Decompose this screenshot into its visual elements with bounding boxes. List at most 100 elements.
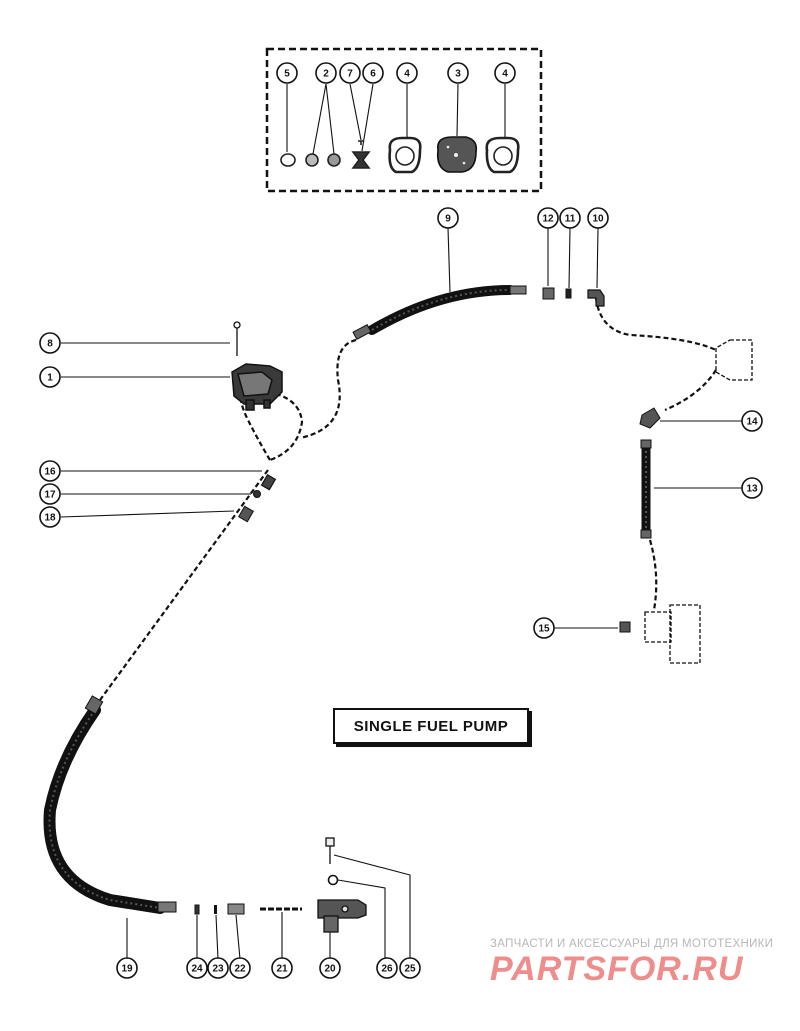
watermark-brand-logo: PARTSFOR.RU: [490, 950, 744, 988]
part-4-gasket-left: [388, 136, 422, 174]
callout-12: 12: [537, 207, 559, 229]
callout-number: 22: [234, 964, 246, 975]
part-25-bolt: [325, 837, 335, 864]
callout-25: 25: [399, 957, 421, 979]
callout-circle: [339, 62, 361, 84]
part-8-screw: [233, 321, 241, 356]
callout-number: 20: [324, 964, 336, 975]
callout-circle: [362, 62, 384, 84]
callout-circle: [537, 207, 559, 229]
callout-circle: [494, 62, 516, 84]
callout-7: 7: [339, 62, 361, 84]
part-18-nut: [237, 505, 255, 523]
callout-circle: [559, 207, 581, 229]
callout-17: 17: [39, 483, 61, 505]
callout-circle: [587, 207, 609, 229]
callout-8: 8: [39, 332, 61, 354]
callout-number: 10: [592, 214, 604, 225]
callout-circle: [447, 62, 469, 84]
callout-number: 3: [455, 69, 461, 80]
callout-circle: [396, 62, 418, 84]
filter-outline-top: [715, 339, 753, 381]
callout-number: 15: [538, 624, 550, 635]
callout-9: 9: [437, 207, 459, 229]
diagram-title: SINGLE FUEL PUMP: [353, 717, 509, 735]
callout-14: 14: [741, 410, 763, 432]
part-26-washer: [327, 874, 339, 886]
callout-circle: [741, 477, 763, 499]
callout-circle: [276, 62, 298, 84]
callout-5: 5: [276, 62, 298, 84]
part-19-hose: [43, 695, 177, 914]
callout-number: 17: [44, 490, 56, 501]
callout-3: 3: [447, 62, 469, 84]
callout-number: 9: [445, 214, 451, 225]
part-14-elbow: [639, 407, 661, 429]
callout-number: 25: [404, 964, 416, 975]
part-4-gasket-right: [485, 136, 520, 174]
filter-outline-bottom: [644, 604, 701, 664]
callout-circle: [315, 62, 337, 84]
callout-number: 21: [276, 964, 288, 975]
callout-circle: [39, 460, 61, 482]
callout-circle: [116, 957, 138, 979]
callout-number: 11: [565, 214, 576, 225]
callout-15: 15: [533, 617, 555, 639]
part-15-fitting: [619, 621, 631, 633]
callout-6: 6: [362, 62, 384, 84]
callout-circle: [39, 366, 61, 388]
callout-circle: [39, 483, 61, 505]
callout-number: 19: [121, 964, 133, 975]
callout-circle: [376, 957, 398, 979]
part-23-ring: [214, 905, 217, 914]
part-20-valve: [317, 899, 367, 933]
diagram-title-box: SINGLE FUEL PUMP: [333, 708, 529, 744]
callout-11: 11: [559, 207, 581, 229]
callout-18: 18: [39, 506, 61, 528]
callout-4: 4: [494, 62, 516, 84]
callout-10: 10: [587, 207, 609, 229]
part-12-nut: [542, 287, 555, 300]
part-11-ring: [565, 288, 572, 299]
callout-number: 13: [746, 484, 758, 495]
part-13-hose: [640, 439, 652, 539]
part-2-washer-b: [327, 153, 341, 167]
callout-4: 4: [396, 62, 418, 84]
part-2-washer-a: [305, 153, 319, 167]
callout-circle: [399, 957, 421, 979]
part-24-ring: [194, 904, 200, 915]
callout-16: 16: [39, 460, 61, 482]
callout-number: 23: [212, 964, 224, 975]
callout-number: 5: [284, 69, 290, 80]
callout-20: 20: [319, 957, 341, 979]
callout-number: 1: [47, 373, 53, 384]
callout-circle: [229, 957, 251, 979]
part-1-fuel-pump: [231, 363, 283, 411]
gasket-kit-box: [265, 47, 543, 193]
callout-number: 14: [746, 417, 758, 428]
callout-circle: [207, 957, 229, 979]
callout-22: 22: [229, 957, 251, 979]
callout-number: 8: [47, 339, 53, 350]
callout-circle: [319, 957, 341, 979]
part-22-fitting: [227, 903, 245, 915]
callout-number: 26: [381, 964, 393, 975]
callout-circle: [39, 332, 61, 354]
callout-number: 12: [542, 214, 554, 225]
callout-number: 7: [347, 69, 353, 80]
callout-number: 4: [502, 69, 508, 80]
callout-number: 24: [191, 964, 203, 975]
part-5-ring: [280, 153, 296, 167]
callout-circle: [741, 410, 763, 432]
callout-circle: [533, 617, 555, 639]
callout-26: 26: [376, 957, 398, 979]
callout-number: 18: [44, 513, 56, 524]
callout-number: 4: [404, 69, 410, 80]
callout-24: 24: [186, 957, 208, 979]
part-16-fitting: [260, 473, 277, 491]
part-9-hose: [352, 285, 527, 340]
callout-number: 16: [44, 467, 56, 478]
callout-2: 2: [315, 62, 337, 84]
